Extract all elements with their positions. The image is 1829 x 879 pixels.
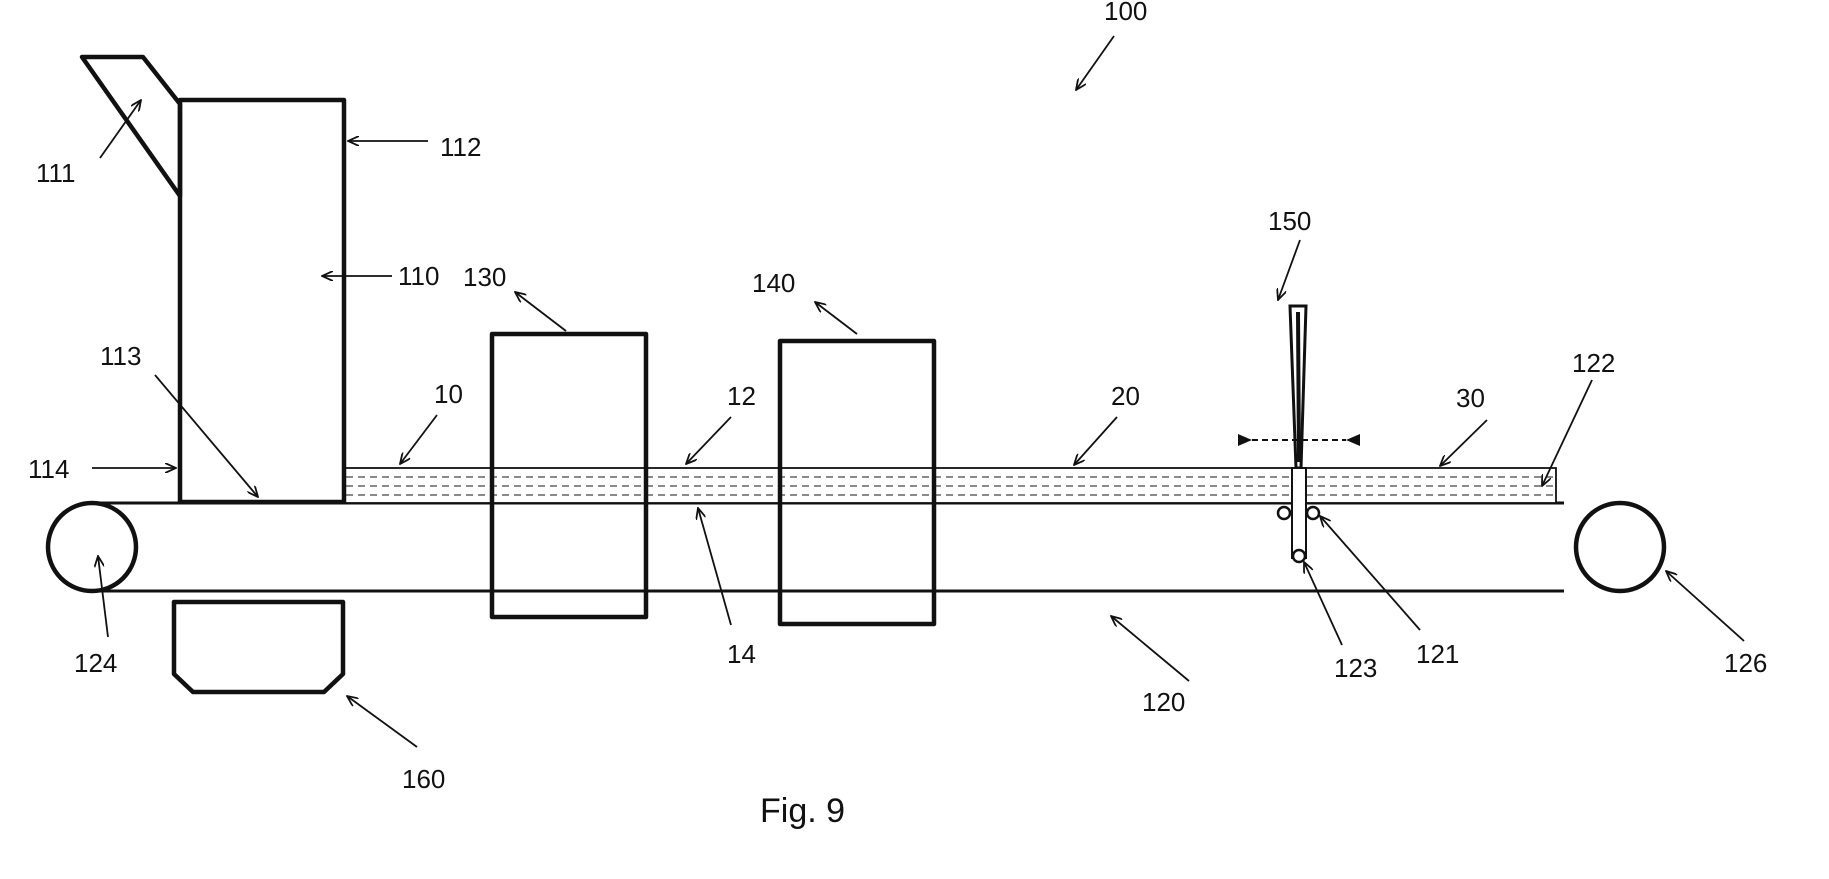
guide-roller-121 [1307,507,1319,519]
label-140: 140 [752,268,795,298]
label-114: 114 [28,454,69,484]
label-121: 121 [1416,639,1459,669]
roller-126 [1576,503,1664,591]
conveyor-belt [92,503,1564,591]
label-123: 123 [1334,653,1377,683]
label-122: 122 [1572,348,1615,378]
material-layer [344,468,1556,503]
label-12: 12 [727,381,756,411]
label-111: 111 [36,158,76,188]
roller-124 [48,503,136,591]
feed-chute-111 [82,57,180,196]
label-130: 130 [463,262,506,292]
label-126: 126 [1724,648,1767,678]
label-14: 14 [727,639,756,669]
label-100: 100 [1104,0,1147,26]
label-10: 10 [434,379,463,409]
guide-roller-123 [1293,550,1305,562]
collection-bin-160 [174,602,343,692]
label-112: 112 [440,132,481,162]
hopper-110 [180,100,344,502]
label-20: 20 [1111,381,1140,411]
label-160: 160 [402,764,445,794]
figure-caption: Fig. 9 [760,792,845,830]
guide-roller-121-left [1278,507,1290,519]
label-30: 30 [1456,383,1485,413]
blade-slot [1292,468,1306,558]
label-120: 120 [1142,687,1185,717]
label-113: 113 [100,341,141,371]
label-150: 150 [1268,206,1311,236]
label-110: 110 [398,261,439,291]
leader-arrows [92,36,1744,747]
label-124: 124 [74,648,117,678]
